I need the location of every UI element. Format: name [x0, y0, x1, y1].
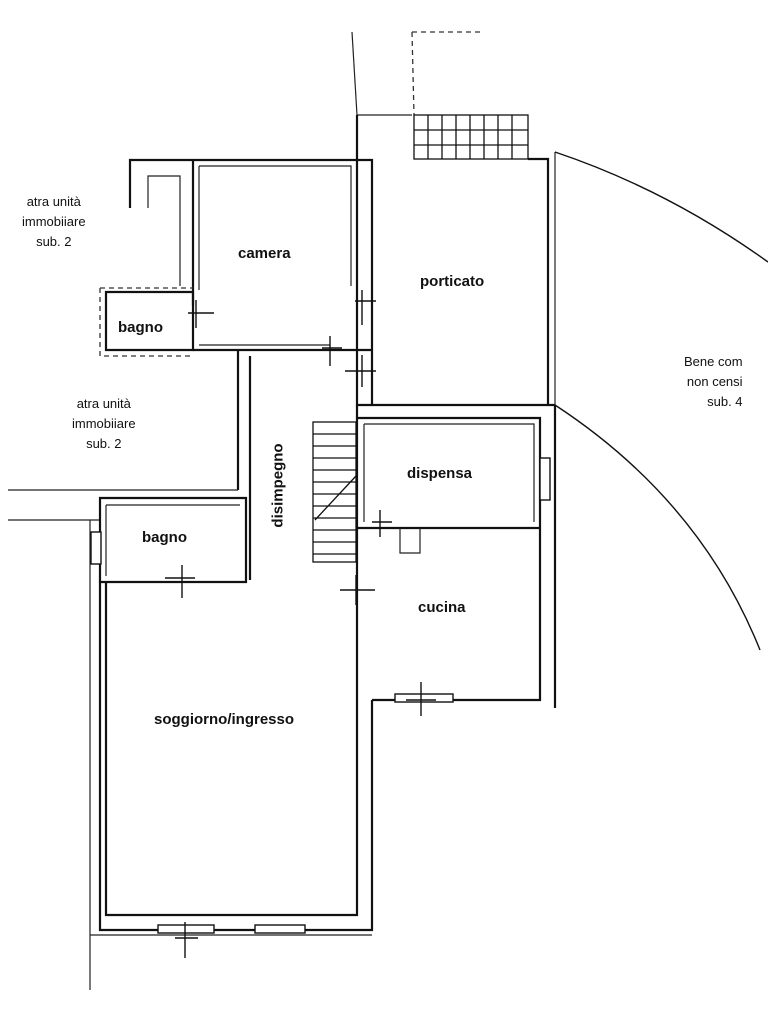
soggiorno-wall	[98, 582, 374, 932]
kitchen-block-wall	[355, 405, 557, 708]
kitchen-counter	[399, 528, 421, 554]
note-line: sub. 2	[36, 234, 72, 250]
soggiorno-window-2	[254, 924, 306, 934]
bagno-lower-window	[90, 531, 102, 565]
boundary-line	[351, 31, 358, 116]
room-label-disimpegno: disimpegno	[269, 443, 287, 528]
kitchen-inner	[363, 423, 535, 522]
room-label-camera: camera	[238, 245, 291, 262]
note-bene-comune: Bene com non censi sub. 4	[684, 352, 743, 412]
upper-left-inner	[147, 175, 181, 286]
room-label-porticato: porticato	[420, 273, 485, 290]
bagno-upper-wall	[104, 290, 195, 352]
cucina-window	[394, 693, 454, 703]
bagno-upper-outline	[99, 287, 193, 357]
note-line: sub. 4	[707, 394, 743, 410]
common-area-arc-bottom	[554, 404, 761, 651]
soggiorno-outer-line	[89, 520, 372, 990]
corridor-left-wall	[236, 350, 252, 580]
soggiorno-window-1	[157, 924, 215, 934]
note-line: immobiiare	[72, 416, 136, 432]
common-area-arc-top	[554, 151, 768, 263]
note-altra-unita-top: atra unità immobiiare sub. 2	[22, 192, 86, 252]
camera-inner-wall	[198, 165, 352, 346]
note-line: atra unità	[76, 396, 131, 411]
note-line: sub. 2	[86, 436, 122, 452]
note-line: atra unità	[26, 194, 81, 209]
bagno-lower-inner	[105, 504, 240, 576]
porch-steps	[413, 114, 529, 160]
upper-left-wall	[128, 158, 193, 208]
room-label-cucina: cucina	[418, 599, 466, 616]
note-line: non censi	[686, 374, 743, 390]
room-label-dispensa: dispensa	[407, 465, 473, 482]
note-altra-unita-mid: atra unità immobiiare sub. 2	[72, 394, 136, 454]
door-markers	[165, 290, 436, 958]
room-label-soggiorno: soggiorno/ingresso	[154, 711, 295, 728]
room-label-bagno-upper: bagno	[118, 319, 163, 336]
dispensa-window	[539, 457, 551, 501]
camera-wall	[191, 158, 374, 405]
stairs	[312, 421, 357, 563]
note-line: Bene com	[684, 354, 743, 369]
note-line: immobiiare	[22, 214, 86, 230]
room-label-bagno-lower: bagno	[142, 529, 187, 546]
dashed-boundary	[411, 31, 482, 116]
